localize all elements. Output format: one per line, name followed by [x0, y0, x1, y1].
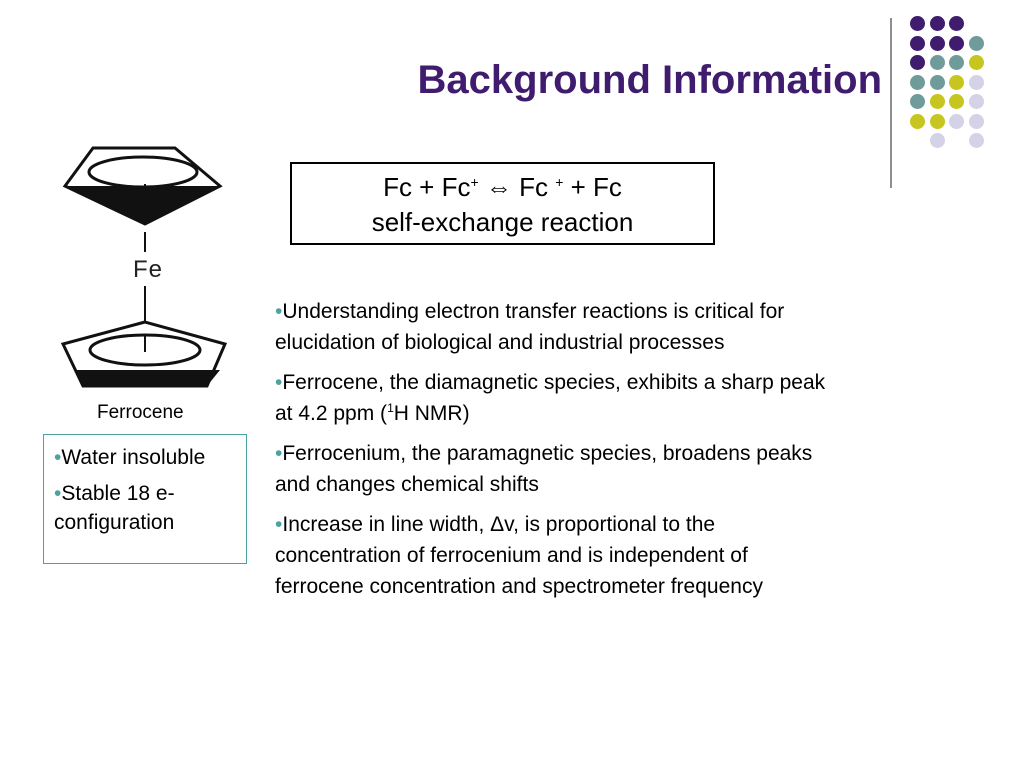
iron-atom-label: Fe — [133, 256, 164, 283]
upper-cyclopentadienyl-ring — [62, 146, 223, 226]
equation-superscript-1: + — [470, 174, 479, 190]
equation-box: Fc + Fc+ ⇔ Fc + + Fc self-exchange react… — [290, 162, 715, 245]
property-text: Stable 18 e- configuration — [54, 482, 175, 534]
decorative-dot — [929, 133, 945, 148]
equation-part-1: Fc + Fc — [383, 172, 471, 202]
bullet-marker: • — [275, 513, 283, 536]
equation-line: Fc + Fc+ ⇔ Fc + + Fc — [292, 170, 713, 205]
decorative-dot — [910, 94, 925, 109]
decorative-dot — [949, 74, 964, 90]
decorative-dot — [949, 55, 964, 70]
decorative-dot — [968, 35, 984, 51]
bullet-list: •Understanding electron transfer reactio… — [275, 296, 835, 611]
decorative-dot — [929, 113, 945, 129]
decorative-dot — [929, 16, 945, 31]
divider-line — [890, 18, 892, 188]
lower-cyclopentadienyl-ring — [60, 320, 228, 388]
equilibrium-arrow: ⇔ — [478, 172, 520, 202]
decorative-dot — [910, 74, 925, 90]
decorative-dot — [910, 35, 925, 51]
decorative-dot — [968, 74, 984, 90]
property-item: •Water insoluble — [54, 443, 238, 472]
bullet-marker: • — [54, 482, 62, 505]
bullet-item: •Increase in line width, Δv, is proporti… — [275, 509, 835, 602]
properties-box: •Water insoluble •Stable 18 e- configura… — [43, 434, 247, 564]
decorative-dot — [949, 94, 964, 109]
bullet-item: •Understanding electron transfer reactio… — [275, 296, 835, 358]
decorative-dot — [910, 55, 925, 70]
bullet-text: Ferrocenium, the paramagnetic species, b… — [275, 442, 813, 496]
decorative-dot — [929, 35, 945, 51]
bullet-text: H NMR) — [393, 402, 470, 425]
molecule-caption: Ferrocene — [97, 402, 184, 423]
decorative-dot — [910, 113, 925, 129]
decorative-dot-grid — [900, 10, 1020, 170]
decorative-dot — [929, 55, 945, 70]
bullet-marker: • — [54, 446, 62, 469]
equation-superscript-2: + — [555, 174, 564, 190]
decorative-dot — [910, 16, 925, 31]
property-item: •Stable 18 e- configuration — [54, 479, 238, 537]
decorative-dot — [949, 113, 964, 129]
decorative-dot — [929, 94, 945, 109]
bullet-marker: • — [275, 442, 283, 465]
decorative-dot — [968, 113, 984, 129]
equation-part-3: + Fc — [563, 172, 622, 202]
bullet-item: •Ferrocenium, the paramagnetic species, … — [275, 438, 835, 500]
decorative-dot — [968, 55, 984, 70]
decorative-dot — [949, 16, 964, 31]
decorative-dot — [949, 35, 964, 51]
equation-caption: self-exchange reaction — [371, 207, 634, 237]
decorative-dot — [968, 133, 984, 148]
bullet-text: Increase in line width, Δv, is proportio… — [275, 513, 763, 598]
bullet-marker: • — [275, 371, 283, 394]
equation-part-2: Fc — [519, 172, 556, 202]
decorative-dot — [968, 94, 984, 109]
bullet-text: Understanding electron transfer reaction… — [275, 300, 785, 354]
property-text: Water insoluble — [61, 446, 206, 469]
bullet-text: Ferrocene, the diamagnetic species, exhi… — [275, 371, 826, 425]
ferrocene-structure-diagram — [60, 146, 228, 388]
decorative-dot — [929, 74, 945, 90]
superscript: 1 — [387, 401, 394, 415]
bullet-item: •Ferrocene, the diamagnetic species, exh… — [275, 367, 835, 429]
slide-title: Background Information — [417, 58, 882, 102]
bullet-marker: • — [275, 300, 283, 323]
